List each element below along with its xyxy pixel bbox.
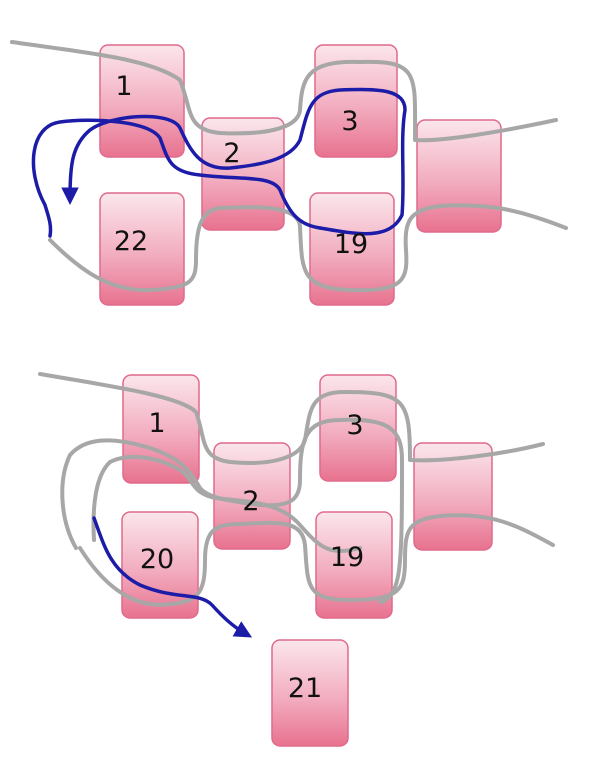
top-blue-arrow-loop [61,87,407,236]
top-label-22: 22 [114,226,148,257]
bottom-label-19: 19 [330,542,364,573]
bottom-tile-19 [315,511,393,619]
top-wire-lower [48,203,568,293]
top-label-2: 2 [223,138,240,169]
bottom-wire-lower [78,513,555,607]
top-tile-1 [99,44,185,158]
top-tile-22 [99,192,185,306]
bottom-label-20: 20 [140,544,174,575]
bottom-wires [38,372,555,607]
bottom-tile-3 [319,374,397,482]
top-label-1: 1 [115,71,132,102]
bottom-label-2: 2 [242,486,259,517]
top-wire-upper [10,40,558,143]
bottom-tile-21 [271,639,349,747]
bottom-wire-loop-b [91,454,362,553]
bottom-tile-20 [121,511,199,619]
bottom-panel: 1 2 3 20 19 21 [38,372,555,747]
top-tile-unlabeled [416,119,502,233]
top-wires [10,40,568,293]
bottom-tile-unlabeled [413,442,493,551]
top-tiles [99,44,502,306]
bottom-label-3: 3 [346,410,363,441]
top-panel: 1 2 3 22 19 [10,40,568,306]
bottom-blue-arrow-path [92,516,253,638]
bottom-label-1: 1 [148,408,165,439]
top-tile-19 [309,192,395,306]
top-blue-arrow-path [31,118,322,238]
top-label-19: 19 [334,229,368,260]
top-label-3: 3 [341,106,358,137]
bottom-wire-loop-a [60,417,404,604]
bottom-label-21: 21 [288,673,322,704]
